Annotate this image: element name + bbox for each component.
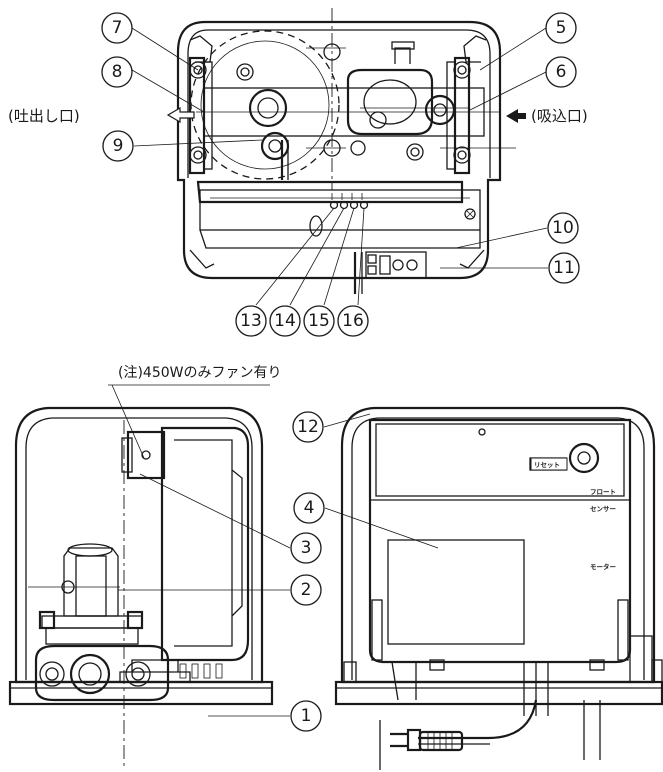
reset-button-label: リセット [534,461,560,469]
callout-14: 14 [269,305,301,337]
leader-lines-side [108,384,291,717]
callout-8: 8 [101,56,133,88]
leader-lines-top [131,27,548,306]
callout-1: 1 [290,700,322,732]
svg-text:8: 8 [112,62,123,82]
float-terminal-label: フロート [590,488,616,496]
svg-text:14: 14 [274,311,296,331]
callout-2: 2 [290,574,322,606]
fan-note: (注)450Wのみファン有り [118,365,282,381]
svg-text:12: 12 [297,417,319,437]
motor-terminal-label: モーター [590,562,616,571]
svg-text:5: 5 [556,18,567,38]
svg-text:4: 4 [304,498,315,518]
sensor-terminal-label: センサー [590,505,616,513]
svg-text:2: 2 [301,580,312,600]
outlet-label: (吐出し口) [8,107,80,125]
svg-text:16: 16 [342,311,364,331]
callout-6: 6 [545,56,577,88]
svg-text:13: 13 [240,311,262,331]
leader-lines-back [323,413,439,549]
callout-3: 3 [290,532,322,564]
svg-text:6: 6 [556,62,567,82]
svg-text:9: 9 [113,136,124,156]
svg-text:11: 11 [553,258,575,278]
callout-12: 12 [292,411,324,443]
top-view [166,8,526,294]
callout-9: 9 [102,130,134,162]
side-view [8,406,274,770]
callout-7: 7 [101,12,133,44]
callout-5: 5 [545,12,577,44]
inlet-label: (吸込口) [531,107,588,125]
callout-10: 10 [547,212,579,244]
svg-text:1: 1 [301,706,312,726]
callout-16: 16 [337,305,369,337]
back-view [334,406,663,770]
reset-button [530,457,568,471]
callout-11: 11 [548,252,580,284]
callout-13: 13 [235,305,267,337]
svg-text:15: 15 [308,311,330,331]
svg-text:7: 7 [112,18,123,38]
svg-text:10: 10 [552,218,574,238]
callout-15: 15 [303,305,335,337]
svg-text:3: 3 [301,538,312,558]
callout-4: 4 [293,492,325,524]
